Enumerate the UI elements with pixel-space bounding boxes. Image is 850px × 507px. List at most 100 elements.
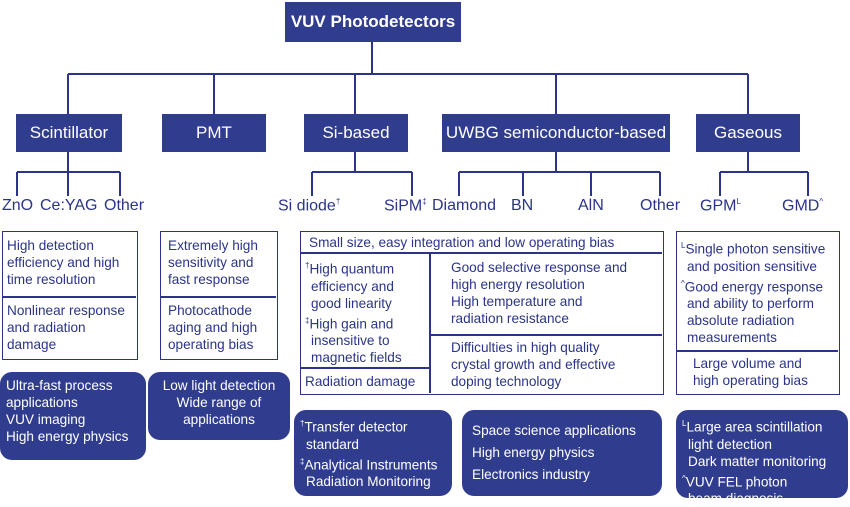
pmt-disadvantages: Photocathode aging and high operating bi… — [168, 302, 257, 353]
text-span: Transfer detector — [304, 419, 408, 435]
caret-mark: ^ — [682, 473, 686, 483]
category-pmt: PMT — [162, 114, 266, 152]
text-line: damage — [7, 337, 57, 352]
text-line: operating bias — [168, 337, 254, 352]
caret-mark: ^ — [681, 278, 685, 288]
text-span: VUV FEL photon — [685, 474, 788, 490]
text-line: Photocathode — [168, 303, 252, 318]
text-line: high operating bias — [693, 373, 808, 388]
text-line: sensitivity and — [168, 255, 254, 270]
text-line: time resolution — [7, 272, 96, 287]
text-line: ^VUV FEL photon — [682, 470, 842, 491]
text-line: magnetic fields — [311, 350, 402, 366]
leaf-gmd-label: GMD — [782, 197, 820, 215]
leaf-si-diode: Si diode† — [278, 197, 340, 215]
text-line: Good selective response and — [451, 260, 628, 275]
text-line: High detection — [7, 238, 94, 253]
text-span: Large area scintillation — [686, 419, 823, 435]
leaf-si-diode-label: Si diode — [278, 197, 336, 215]
dagger-mark: † — [335, 197, 341, 206]
text-line: High temperature and — [451, 294, 583, 309]
uwbg-advantages: Good selective response and high energy … — [451, 259, 627, 327]
leaf-sipm-label: SiPM — [384, 197, 423, 215]
scintillator-applications: Ultra-fast process applications VUV imag… — [0, 372, 146, 460]
leaf-diamond: Diamond — [432, 197, 497, 214]
dagger-mark: † — [305, 261, 310, 270]
leaf-other-scintillator: Other — [104, 197, 145, 214]
text-line: Low light detection — [162, 378, 276, 393]
text-line: Extremely high — [168, 238, 258, 253]
text-line: good linearity — [311, 295, 392, 311]
text-line: Nonlinear response — [7, 303, 125, 318]
gaseous-advantages: LSingle photon sensitive and position se… — [681, 237, 825, 346]
text-line: Radiation Monitoring — [306, 474, 431, 490]
text-line: high energy resolution — [451, 277, 585, 292]
text-line: High energy physics — [6, 429, 129, 444]
dagger-mark: † — [300, 419, 305, 428]
scintillator-advantages: High detection efficiency and high time … — [7, 237, 119, 288]
text-line: †High quantum — [305, 257, 402, 278]
uwbg-applications: Space science applications High energy p… — [462, 410, 662, 496]
text-line: †Transfer detector — [300, 415, 446, 436]
leaf-gpm: GPML — [700, 197, 741, 215]
leaf-gmd: GMD^ — [782, 197, 823, 215]
text-span: Good energy response — [684, 279, 824, 295]
si-advantages: †High quantum efficiency and good linear… — [305, 257, 402, 366]
scintillator-disadvantages: Nonlinear response and radiation damage — [7, 302, 125, 353]
divider — [301, 367, 430, 369]
text-line: Difficulties in high quality — [451, 340, 600, 355]
text-line: applications — [183, 412, 255, 427]
text-line: ^Good energy response — [681, 275, 825, 296]
root-node: VUV Photodetectors — [285, 2, 461, 42]
text-line: beam diagnosis — [688, 491, 784, 507]
ddagger-mark: ‡ — [305, 315, 310, 325]
text-line: ‡Analytical Instruments — [300, 453, 446, 474]
text-line: efficiency and high — [7, 255, 120, 270]
leaf-zno: ZnO — [2, 197, 34, 214]
text-span: Analytical Instruments — [304, 457, 438, 473]
uwbg-disadvantages: Difficulties in high quality crystal gro… — [451, 339, 615, 390]
divider — [3, 296, 136, 298]
category-uwbg: UWBG semiconductor-based — [442, 114, 670, 152]
text-line: measurements — [687, 330, 777, 346]
pmt-features: Extremely high sensitivity and fast resp… — [160, 231, 278, 360]
gaseous-disadvantages: Large volume and high operating bias — [693, 355, 808, 389]
text-line: radiation resistance — [451, 311, 569, 326]
text-line: and position sensitive — [687, 258, 817, 274]
leaf-gpm-label: GPM — [700, 197, 737, 215]
common-advantage: Small size, easy integration and low ope… — [309, 235, 615, 250]
text-line: Large volume and — [693, 356, 802, 371]
text-line: and radiation — [7, 320, 86, 335]
divider — [430, 334, 662, 336]
text-line: applications — [6, 395, 78, 410]
text-line: doping technology — [451, 374, 562, 389]
text-line: standard — [306, 436, 359, 452]
leaf-sipm: SiPM‡ — [384, 197, 427, 215]
text-line: fast response — [168, 272, 250, 287]
divider — [301, 252, 662, 254]
leaf-other-uwbg: Other — [640, 197, 681, 214]
text-line: Electronics industry — [472, 467, 590, 482]
text-line: and ability to perform — [687, 296, 814, 312]
category-scintillator: Scintillator — [16, 114, 122, 152]
divider — [161, 296, 276, 298]
text-line: aging and high — [168, 320, 258, 335]
text-line: LLarge area scintillation — [682, 415, 842, 436]
gaseous-applications: LLarge area scintillation light detectio… — [676, 410, 848, 506]
l-mark: L — [682, 419, 687, 428]
text-line: ‡High gain and — [305, 312, 402, 333]
leaf-ceyag: Ce:YAG — [40, 197, 98, 214]
text-span: High gain and — [309, 316, 394, 332]
category-si-based: Si-based — [304, 114, 408, 152]
text-line: Wide range of — [176, 395, 262, 410]
text-line: crystal growth and effective — [451, 357, 616, 372]
pmt-applications: Low light detection Wide range of applic… — [148, 372, 290, 440]
text-line: Dark matter monitoring — [688, 453, 827, 469]
si-applications: †Transfer detector standard ‡Analytical … — [294, 410, 452, 496]
text-span: Single photon sensitive — [685, 241, 826, 257]
pmt-advantages: Extremely high sensitivity and fast resp… — [168, 237, 258, 288]
text-line: High energy physics — [472, 445, 595, 460]
text-line: LSingle photon sensitive — [681, 237, 825, 258]
l-mark: L — [681, 241, 686, 250]
